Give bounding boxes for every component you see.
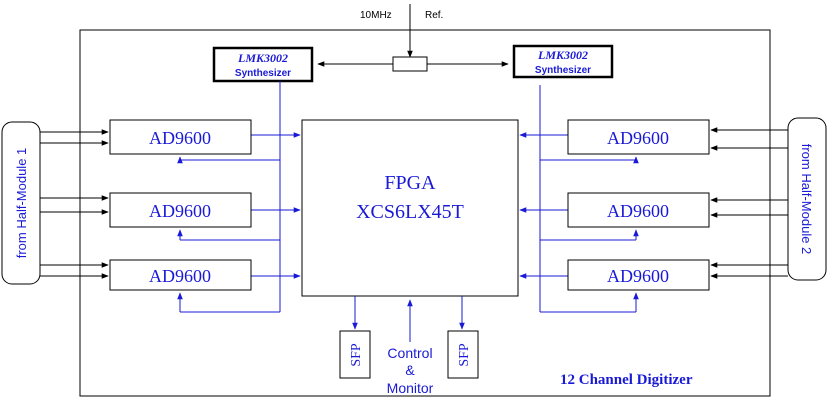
adc-data-links — [251, 134, 568, 277]
sfp-left — [339, 330, 371, 379]
synthesizer-right — [512, 44, 614, 79]
board-title: 12 Channel Digitizer — [560, 372, 693, 388]
adc-right-2-label: AD9600 — [607, 201, 669, 221]
adc-right-2 — [567, 192, 710, 228]
sfp-right — [447, 330, 479, 379]
half-module-left-label: from Half-Module 1 — [14, 148, 29, 259]
monitor-label: Monitor — [387, 380, 434, 396]
half-module-right-label: from Half-Module 2 — [799, 144, 814, 255]
ref-frequency-label: 10MHz — [360, 10, 392, 21]
adc-left-1 — [109, 119, 252, 155]
clock-bus-right — [519, 85, 639, 313]
synthesizer-right-part: LMK3002 — [537, 48, 588, 62]
adc-right-1-label: AD9600 — [607, 128, 669, 148]
fpga-label: FPGA — [384, 172, 436, 194]
control-ampersand: & — [405, 362, 415, 378]
control-label: Control — [387, 345, 432, 361]
sfp-left-label: SFP — [349, 343, 364, 367]
fpga-block — [301, 119, 519, 297]
adc-left-1-label: AD9600 — [149, 128, 211, 148]
adc-right-1 — [567, 119, 710, 155]
adc-left-3 — [109, 259, 252, 291]
analog-inputs-left — [40, 129, 109, 279]
synthesizer-left — [212, 46, 314, 83]
half-module-left-connector — [1, 121, 41, 285]
adc-left-3-label: AD9600 — [149, 266, 211, 286]
adc-left-2 — [109, 192, 252, 228]
ref-label: Ref. — [425, 10, 443, 21]
synthesizer-left-role: Synthesizer — [235, 68, 291, 79]
fpga-part-number: XCS6LX45T — [356, 201, 464, 223]
clock-fanout-box — [392, 56, 428, 72]
synthesizer-left-part: LMK3002 — [237, 51, 288, 65]
adc-right-3-label: AD9600 — [607, 266, 669, 286]
adc-left-2-label: AD9600 — [149, 201, 211, 221]
fpga-io-links — [352, 296, 465, 342]
synthesizer-right-role: Synthesizer — [535, 65, 591, 76]
adc-right-3 — [567, 259, 710, 291]
board-outline — [79, 29, 771, 397]
clock-bus-left — [177, 81, 301, 313]
half-module-right-connector — [787, 117, 827, 281]
sfp-right-label: SFP — [457, 343, 472, 367]
analog-inputs-right — [710, 127, 788, 279]
